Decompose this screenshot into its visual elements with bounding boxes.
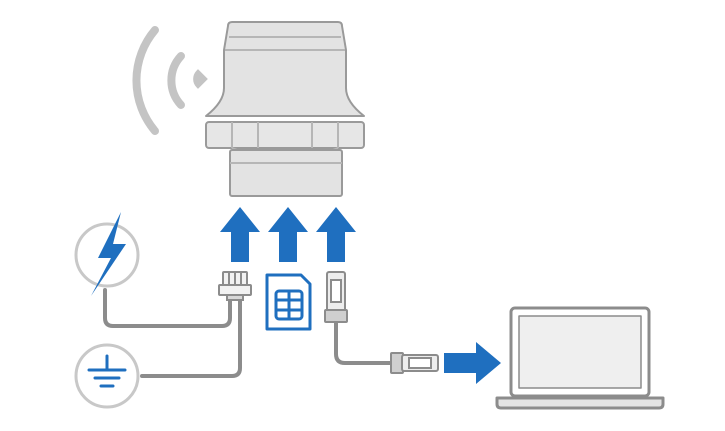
up-arrow-sim [268, 207, 308, 262]
power-lightning-icon [74, 212, 140, 296]
power-connector [218, 271, 252, 301]
laptop-icon [495, 306, 665, 410]
ground-icon [74, 343, 140, 409]
ethernet-plug-laptop-end [390, 352, 439, 374]
up-arrow-ethernet [316, 207, 356, 262]
wireless-signal-icon [132, 26, 208, 135]
router-device [205, 21, 365, 197]
sim-card-icon [265, 273, 312, 331]
ethernet-plug [324, 271, 348, 323]
up-arrow-power [220, 207, 260, 262]
right-arrow-laptop [444, 342, 501, 384]
cables [103, 288, 394, 378]
